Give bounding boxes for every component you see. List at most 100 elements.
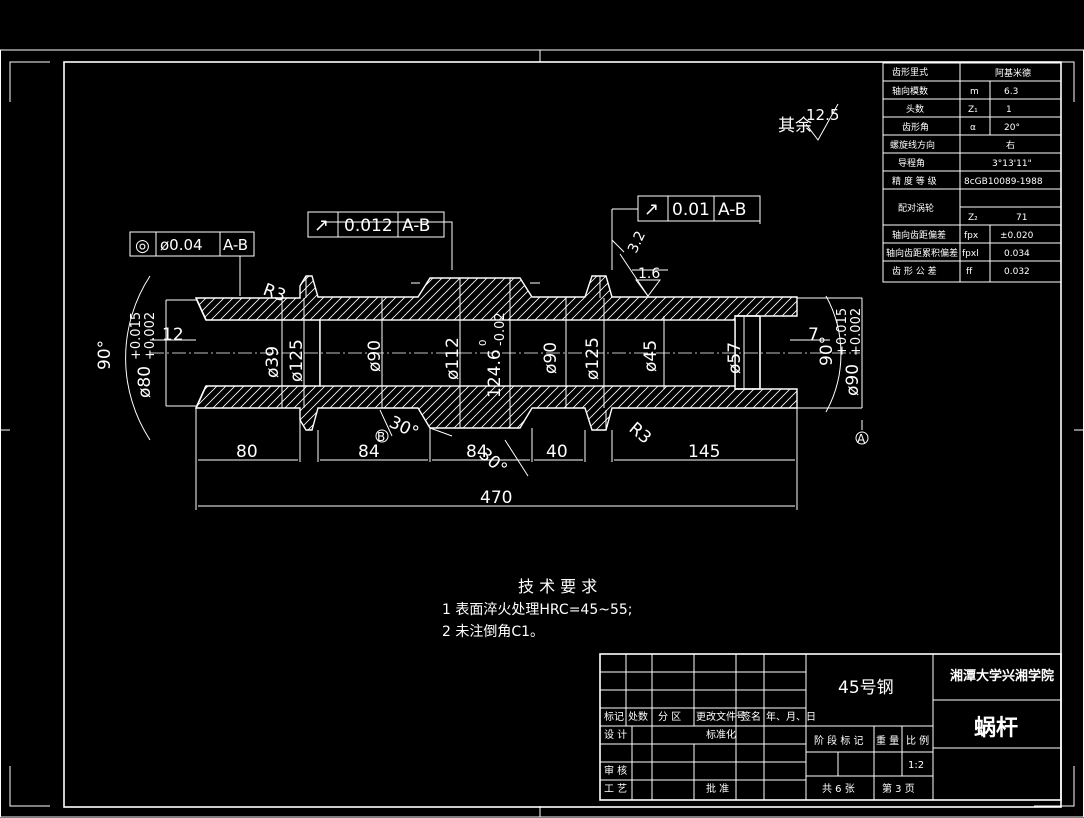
length-dim: 40	[546, 442, 568, 462]
rev-header: 标记	[604, 711, 624, 723]
drawing-text: A-B	[718, 200, 746, 220]
roughness-default-value: 12.5	[806, 106, 839, 124]
diameter-label: ø112	[443, 337, 463, 380]
tolerance-frame-runout-1: ↗ 0.012 A-B	[307, 211, 445, 238]
param-value: 71	[1016, 213, 1027, 223]
rev-header: 更改文件号	[696, 710, 746, 723]
drawing-text: B	[377, 430, 385, 444]
diameter-label: ø90	[365, 340, 385, 372]
param-symbol: fpxl	[962, 249, 979, 259]
stage-header: 重 量	[876, 734, 899, 747]
param-value: 1	[1006, 105, 1012, 115]
part-name: 蜗杆	[974, 716, 1018, 741]
param-name: 螺旋线方向	[890, 139, 935, 151]
overall-length-dim: 470	[480, 488, 512, 508]
drawing-text: ø0.04	[160, 236, 203, 254]
drawing-text: 0.01	[672, 200, 710, 220]
bore-depth-dim: 12	[162, 325, 184, 345]
diameter-label: 124.6	[485, 349, 505, 398]
diameter-label: ø57	[725, 342, 745, 374]
tolerance-frame-runout-2: ↗ 0.01 A-B	[637, 195, 761, 222]
rev-header: 分 区	[658, 711, 681, 723]
fit-lower-right: +0.002	[849, 308, 864, 356]
review-label: 审 核	[604, 764, 627, 777]
param-name: 轴向模数	[892, 85, 928, 97]
param-name: 轴向齿距累积偏差	[886, 247, 958, 259]
tech-req-item: 2 未注倒角C1。	[442, 624, 544, 640]
tooth-profile-marks	[299, 276, 607, 430]
tech-req-title: 技 术 要 求	[518, 577, 597, 596]
diameter-label: ø39	[263, 346, 283, 378]
param-symbol: fpx	[964, 231, 979, 241]
fit-upper-right: +0.015	[835, 308, 850, 356]
rev-header: 处数	[628, 710, 648, 723]
param-name: 轴向齿距偏差	[892, 229, 946, 241]
inner-frame	[63, 61, 1062, 808]
diameter-label: ø125	[583, 337, 603, 380]
approve-label: 批 准	[706, 782, 729, 795]
param-value: 阿基米德	[995, 67, 1031, 79]
diameter-label: ø125	[287, 339, 307, 382]
diameter-label: ø90	[541, 342, 561, 374]
bore-chamfer	[195, 297, 761, 409]
design-label: 设 计	[604, 728, 627, 741]
param-name: 头数	[906, 103, 924, 115]
param-value: 右	[1006, 139, 1015, 151]
roughness-default-prefix: 其余	[778, 116, 812, 136]
param-value: 0.032	[1004, 267, 1030, 277]
rev-header: 年、月、日	[766, 710, 816, 723]
param-name: 齿 形 公 差	[892, 265, 937, 277]
param-name: 齿形角	[902, 121, 929, 133]
drawing-text: 0.012	[344, 216, 393, 236]
param-value: 8cGB10089-1988	[964, 177, 1043, 187]
scale-value: 1:2	[908, 760, 924, 771]
param-name: 齿形里式	[892, 66, 928, 78]
parameter-table: 齿形里式 阿基米德 轴向模数 m 6.3 头数 Z₁ 1 齿形角 α 20° 螺…	[882, 62, 1062, 283]
stage-header: 比 例	[906, 734, 929, 747]
angle-label: 90°	[95, 340, 115, 370]
fit-dia-left: ø80	[135, 366, 155, 398]
drawing-text: A-B	[223, 236, 248, 254]
corner-marks	[0, 50, 1084, 817]
length-dim: 80	[236, 442, 258, 462]
standardize-label: 标准化	[706, 728, 736, 741]
roughness-mark: 1.6	[638, 266, 660, 282]
param-name: 配对涡轮	[898, 202, 934, 214]
length-dim: 84	[466, 442, 488, 462]
rev-header: 签名	[741, 710, 761, 723]
param-value: ±0.020	[1000, 231, 1034, 241]
fit-dia-right: ø90	[843, 364, 863, 396]
drawing-text: ↗	[314, 215, 329, 236]
diameter-label: ø45	[641, 340, 661, 372]
stage-header: 阶 段 标 记	[814, 734, 864, 747]
param-value: 0.034	[1004, 249, 1030, 259]
angle-label: 30°	[386, 412, 422, 443]
radius-label: R3	[625, 419, 655, 449]
param-value: 6.3	[1004, 87, 1018, 97]
drawing-text: ↗	[644, 199, 659, 220]
tech-req-item: 1 表面淬火处理HRC=45~55;	[442, 602, 633, 618]
param-value: 3°13'11"	[992, 159, 1032, 169]
material: 45号钢	[838, 678, 894, 698]
school-name: 湘潭大学兴湘学院	[950, 668, 1054, 684]
roughness-symbol	[635, 103, 839, 297]
fit-upper-left: +0.015	[129, 312, 144, 360]
angle-label: 90°	[817, 336, 837, 366]
sheets-total: 共 6 张	[822, 783, 855, 795]
title-block: 标记 处数 分 区 更改文件号 签名 年、月、日 设 计 标准化 审 核 工 艺…	[599, 653, 1062, 801]
param-symbol: Z₁	[968, 105, 978, 115]
diameter-label: -0.02	[493, 312, 508, 346]
tolerance-frame-coaxiality: ◎ ø0.04 A-B	[129, 231, 255, 257]
param-symbol: ff	[966, 267, 973, 277]
param-name: 导程角	[898, 157, 925, 169]
drawing-text: A	[857, 432, 866, 446]
roughness-mark: 3.2	[625, 229, 649, 256]
length-dim: 84	[358, 442, 380, 462]
sheet-number: 第 3 页	[882, 782, 915, 795]
param-symbol: m	[970, 87, 979, 97]
param-symbol: Z₂	[968, 213, 978, 223]
datum-marker-a: A	[855, 420, 869, 446]
datum-marker-b: B	[375, 429, 389, 444]
process-label: 工 艺	[604, 783, 627, 795]
